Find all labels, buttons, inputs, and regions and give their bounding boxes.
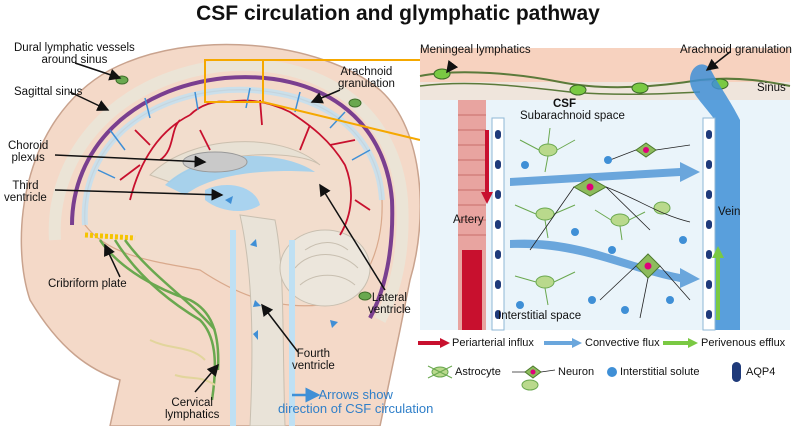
label-interstitial-space: Interstitial space	[498, 310, 582, 322]
label-subarachnoid-space: Subarachnoid space	[520, 110, 625, 122]
label-meningeal-lymphatics: Meningeal lymphatics	[420, 44, 531, 56]
label-arachnoid-granulation-right: Arachnoid granulation	[680, 44, 792, 56]
legend-glyphs	[418, 338, 741, 382]
legend-convective-flux: Convective flux	[585, 337, 660, 349]
legend-neuron: Neuron	[558, 366, 595, 378]
legend-aqp4: AQP4	[746, 366, 776, 378]
label-csf: CSF	[553, 98, 576, 110]
label-sinus: Sinus	[757, 82, 786, 94]
left-leader-lines	[54, 62, 386, 403]
legend-periarterial-influx: Periarterial influx	[452, 337, 534, 349]
legend-interstitial-solute: Interstitial solute	[620, 366, 700, 378]
zoom-indicator	[204, 59, 421, 141]
label-cribriform-plate: Cribriform plate	[48, 278, 127, 290]
glymphatic-panel	[419, 48, 791, 391]
legend-perivenous-efflux: Perivenous efflux	[701, 337, 786, 349]
label-artery: Artery	[453, 214, 484, 226]
label-vein: Vein	[718, 206, 741, 218]
page-title: CSF circulation and glymphatic pathway	[196, 2, 600, 25]
head-illustration	[20, 43, 421, 426]
label-sagittal-sinus: Sagittal sinus	[14, 86, 83, 98]
legend-astrocyte: Astrocyte	[455, 366, 501, 378]
